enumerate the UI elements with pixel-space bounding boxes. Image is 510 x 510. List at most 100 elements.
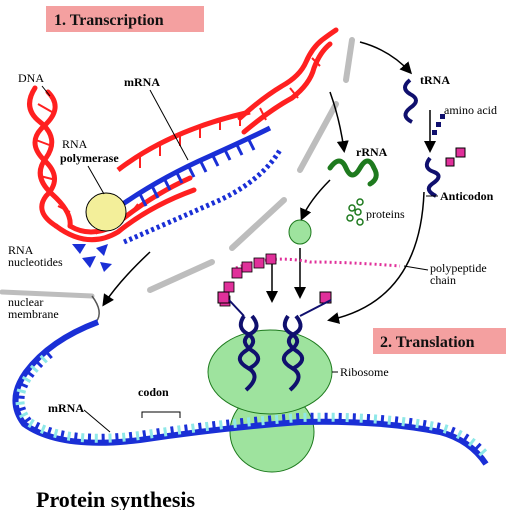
ribosome-subunit-small (288, 219, 312, 245)
trna-label: tRNA (420, 73, 450, 87)
mrna-base (373, 414, 378, 424)
mrna-translated-strand (12, 319, 489, 466)
mrna-base (15, 395, 25, 400)
mrna-base (473, 442, 482, 452)
mrna-base (218, 420, 223, 430)
mrna-codon-bases (15, 350, 488, 457)
mrna-base (436, 422, 441, 432)
mrna-transcribed-bases (138, 137, 256, 207)
mrna-base (281, 414, 286, 424)
ribosome-trnas (237, 314, 305, 392)
mrna-bottom-label: mRNA (48, 401, 84, 415)
rrna-label: rRNA (356, 145, 388, 159)
polypeptide-label-line1: polypeptide (430, 261, 487, 275)
ribosome-label: Ribosome (340, 365, 389, 379)
dna-leader (41, 85, 51, 97)
nuclear-membrane-label-line1: nuclear (8, 295, 43, 309)
amino-acid-icon (455, 147, 466, 158)
rrna-molecule (327, 158, 379, 187)
mrna-base (274, 414, 279, 424)
proteins-cluster (346, 198, 364, 226)
mrna-base (73, 432, 78, 442)
mrna-base (18, 381, 29, 389)
mrna-base (288, 413, 293, 423)
codon-label: codon (138, 385, 169, 399)
mrna-base (380, 414, 385, 425)
mrna-base (253, 416, 258, 426)
rna-nucleotides-label-line1: RNA (8, 243, 34, 257)
mrna-base (21, 375, 32, 383)
mrna-base (401, 417, 406, 427)
rna-polymerase-label-line2: polymerase (60, 151, 119, 165)
trna-molecule (403, 78, 418, 124)
amino-acid-links (228, 299, 332, 317)
rna-nucleotides (72, 244, 112, 272)
mrna-base (478, 448, 488, 457)
mrna-base (39, 354, 48, 364)
mrna-base (16, 406, 27, 413)
amino-acid-label: amino acid (444, 103, 497, 117)
dna-upper-strand (116, 109, 251, 172)
mrna-base (415, 418, 420, 429)
mrna-base (135, 431, 140, 441)
membrane-pore (91, 295, 100, 323)
rna-polymerase (85, 192, 127, 232)
mrna-top-leader (149, 89, 189, 161)
rna-polymerase-leader (87, 165, 105, 195)
transcription-banner: 1. Transcription (46, 6, 204, 32)
anticodon-label: Anticodon (440, 189, 494, 203)
mrna-base (455, 429, 463, 440)
mrna-base (29, 364, 39, 373)
mrna-base (27, 418, 35, 428)
mrna-base (33, 421, 41, 432)
rna-polymerase-label-line1: RNA (62, 137, 88, 151)
mrna-top-label: mRNA (124, 75, 160, 89)
mrna-base (394, 416, 399, 426)
mrna-base (25, 370, 35, 378)
mrna-base (225, 419, 230, 429)
nuclear-membrane (0, 37, 355, 299)
codon-bracket (141, 411, 181, 418)
mrna-base (22, 416, 32, 425)
mrna-base (128, 431, 133, 442)
mrna-transcribed-strand (118, 125, 272, 209)
mrna-base (53, 428, 59, 439)
mrna-base (267, 415, 272, 425)
amino-acid-left (217, 291, 230, 304)
mrna-base (246, 417, 251, 427)
mrna-base (163, 427, 168, 437)
mrna-base (115, 433, 119, 443)
mrna-base (46, 426, 53, 437)
charged-trna (424, 156, 441, 198)
mrna-base (39, 424, 47, 435)
translation-banner: 2. Translation (373, 328, 506, 354)
ribosome (207, 329, 333, 473)
mrna-base (191, 423, 196, 433)
mrna-base (366, 413, 371, 424)
mrna-base (429, 421, 434, 431)
mrna-base (18, 411, 29, 419)
mrna-base (295, 413, 300, 423)
mrna-base (16, 388, 27, 394)
mrna-base (66, 431, 72, 441)
translation-banner-text: 2. Translation (380, 334, 475, 351)
polypeptide-leader (403, 265, 429, 271)
rna-nucleotides-label-line2: nucleotides (8, 255, 63, 269)
polypeptide-label-line2: chain (430, 273, 456, 287)
mrna-base (462, 433, 470, 443)
mrna-base (177, 425, 182, 435)
mrna-base (156, 428, 161, 438)
mrna-base (121, 432, 126, 442)
dna-upper-rungs (139, 114, 241, 168)
mrna-base (467, 437, 476, 447)
mrna-base (260, 415, 265, 426)
mrna-base (170, 426, 175, 436)
mrna-base (408, 417, 413, 428)
mrna-base (184, 424, 189, 434)
mrna-base (34, 359, 44, 369)
mrna-base (387, 415, 392, 425)
mrna-base (211, 421, 216, 431)
mrna-base (198, 422, 203, 432)
mrna-base (449, 426, 456, 437)
